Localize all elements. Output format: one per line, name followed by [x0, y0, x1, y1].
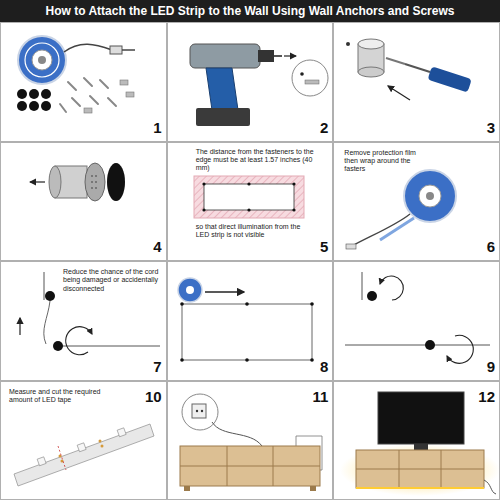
instruction-note: Remove protection film then wrap around …	[344, 149, 420, 174]
text-holder: Remove protection film then wrap around …	[344, 149, 420, 174]
anchor-with-pad	[30, 163, 125, 201]
text-holder: 12	[465, 388, 495, 406]
step-panel: 4	[0, 142, 167, 262]
reel-unwrap	[346, 170, 456, 249]
instruction-note: so that direct illumination from the LED…	[196, 223, 304, 240]
instruction-note: Reduce the chance of the cord being dama…	[63, 268, 159, 293]
text-holder: 8	[298, 358, 328, 376]
step-panel: 9	[333, 261, 500, 381]
step-panel: Remove protection film then wrap around …	[333, 142, 500, 262]
title-text: How to Attach the LED Strip to the Wall …	[46, 4, 455, 18]
step-number: 12	[465, 388, 495, 406]
step-number: 2	[298, 119, 328, 137]
step-panel: 2	[167, 22, 334, 142]
kit-contents	[17, 36, 135, 113]
text-holder: Measure and cut the required amount of L…	[9, 388, 109, 405]
anchor-screwdriver	[346, 39, 472, 100]
cord-corner	[345, 272, 490, 363]
text-holder: 4	[132, 238, 162, 256]
instruction-note: Measure and cut the required amount of L…	[9, 388, 109, 405]
text-holder: 1	[132, 119, 162, 137]
step-number: 7	[132, 358, 162, 376]
step-panel: 8	[167, 261, 334, 381]
text-holder: 2	[298, 119, 328, 137]
step-panel: 3	[333, 22, 500, 142]
text-holder: so that direct illumination from the LED…	[196, 223, 304, 240]
step-number: 1	[132, 119, 162, 137]
step-number: 8	[298, 358, 328, 376]
frame-layout	[178, 278, 314, 362]
text-holder: 5	[298, 238, 328, 256]
step-number: 4	[132, 238, 162, 256]
distance-frame	[194, 176, 304, 218]
text-holder: The distance from the fasteners to the e…	[196, 148, 324, 173]
cord-fastening	[20, 272, 160, 355]
step-number: 6	[465, 238, 495, 256]
tv-backlight	[340, 392, 500, 496]
led-tape-cut	[14, 424, 154, 486]
step-panel: 12	[333, 381, 500, 500]
instruction-note: The distance from the fasteners to the e…	[196, 148, 324, 173]
text-holder: Reduce the chance of the cord being dama…	[63, 268, 159, 293]
text-holder: 11	[298, 388, 328, 406]
step-panel: 11	[167, 381, 334, 500]
stand-socket	[180, 394, 322, 491]
title-bar: How to Attach the LED Strip to the Wall …	[0, 0, 500, 22]
step-number: 10	[132, 388, 162, 406]
text-holder: 3	[465, 119, 495, 137]
step-number: 9	[465, 358, 495, 376]
text-holder: 6	[465, 238, 495, 256]
step-panel: Measure and cut the required amount of L…	[0, 381, 167, 500]
step-panel: The distance from the fasteners to the e…	[167, 142, 334, 262]
text-holder: 7	[132, 358, 162, 376]
step-number: 11	[298, 388, 328, 406]
text-holder: 9	[465, 358, 495, 376]
step-panel: 1	[0, 22, 167, 142]
step-panel: Reduce the chance of the cord being dama…	[0, 261, 167, 381]
step-number: 5	[298, 238, 328, 256]
text-holder: 10	[132, 388, 162, 406]
step-number: 3	[465, 119, 495, 137]
drill-illustration	[190, 44, 328, 126]
